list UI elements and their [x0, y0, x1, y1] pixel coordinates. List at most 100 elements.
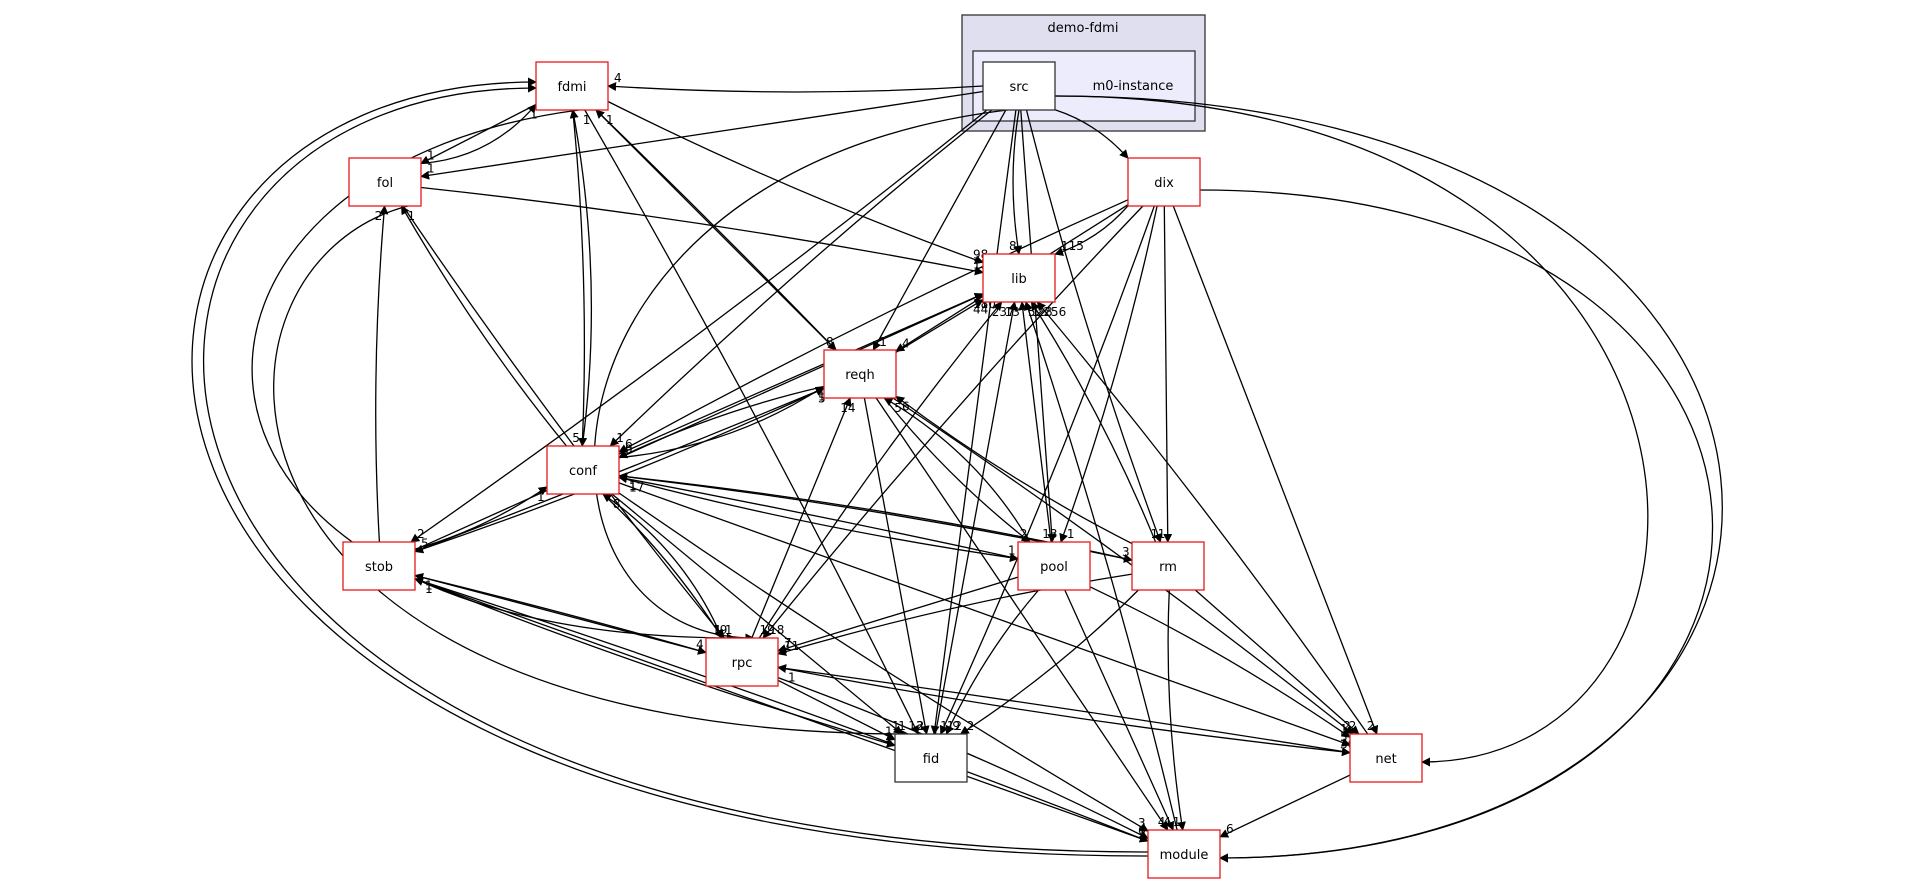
- edge-label-pool-to-lib[interactable]: 52: [1028, 305, 1043, 319]
- edge-rm-to-module[interactable]: [1167, 589, 1186, 831]
- edge-pool-to-lib[interactable]: [1018, 301, 1052, 543]
- edge-dix-to-fid[interactable]: [939, 205, 1155, 735]
- edge-src-to-stob[interactable]: [410, 109, 988, 543]
- edge-net-to-module[interactable]: [1219, 774, 1351, 838]
- node-module[interactable]: module: [1147, 829, 1221, 879]
- edge-stob-to-fol[interactable]: [375, 205, 389, 543]
- edge-label-conf-to-fdmi[interactable]: 1: [583, 113, 591, 127]
- node-net[interactable]: net: [1349, 733, 1423, 783]
- edge-src-to-fid[interactable]: [930, 109, 1017, 735]
- edge-label-rpc-to-reqh[interactable]: 14: [840, 401, 855, 415]
- edge-label-rpc-to-conf[interactable]: 8: [613, 497, 621, 511]
- edge-label-conf-to-module[interactable]: 3: [1138, 816, 1146, 830]
- node-box-dix[interactable]: [1127, 157, 1201, 207]
- node-rpc[interactable]: rpc: [705, 637, 779, 687]
- edge-stob-to-rpc[interactable]: [414, 574, 707, 655]
- edge-conf-to-fid[interactable]: [611, 493, 903, 735]
- edge-reqh-to-pool[interactable]: [883, 397, 1031, 543]
- node-box-stob[interactable]: [342, 541, 416, 591]
- edge-label-pool-to-net[interactable]: 1: [1340, 722, 1348, 736]
- node-box-fol[interactable]: [348, 157, 422, 207]
- edge-fid-to-lib[interactable]: [934, 301, 1018, 735]
- edge-src-to-lib[interactable]: [1012, 109, 1023, 255]
- edge-net-to-rpc[interactable]: [777, 664, 1351, 754]
- edge-dix-to-pool[interactable]: [1059, 205, 1158, 543]
- node-box-pool[interactable]: [1017, 541, 1091, 591]
- edge-fol-to-fid[interactable]: [273, 205, 910, 739]
- node-rm[interactable]: rm: [1131, 541, 1205, 591]
- edge-label-rm-to-lib[interactable]: 28: [1037, 305, 1052, 319]
- edge-fol-to-fdmi[interactable]: [420, 103, 537, 165]
- edge-label-dix-to-lib[interactable]: 115: [1061, 239, 1084, 253]
- edge-conf-to-rpc[interactable]: [602, 493, 723, 639]
- edge-fol-to-rpc[interactable]: [402, 205, 725, 639]
- edge-label-pool-to-conf[interactable]: 17: [629, 480, 644, 494]
- edge-reqh-to-lib[interactable]: [895, 299, 984, 353]
- node-stob[interactable]: stob: [342, 541, 416, 591]
- edge-label-fdmi-to-fid[interactable]: 13: [908, 719, 923, 733]
- edge-label-conf-to-net[interactable]: 5: [1340, 730, 1348, 744]
- edge-dix-to-rm[interactable]: [1163, 205, 1173, 543]
- edge-label-dix-to-net[interactable]: 2: [1367, 719, 1375, 733]
- edge-label-stob-to-fid[interactable]: 1: [885, 731, 893, 745]
- edge-module-to-fdmi[interactable]: [191, 77, 1149, 857]
- edge-label-src-to-rpc[interactable]: 19: [760, 623, 775, 637]
- edge-conf-to-fol[interactable]: [400, 205, 568, 447]
- edge-label-rpc-to-fid[interactable]: 1: [885, 725, 893, 739]
- node-box-lib[interactable]: [982, 253, 1056, 303]
- edge-label-src-to-rm[interactable]: 1: [1151, 527, 1159, 541]
- edge-label-fol-to-rpc[interactable]: 1: [714, 623, 722, 637]
- edge-label-pool-to-rpc[interactable]: 7: [784, 636, 792, 650]
- edge-label-dix-to-fid[interactable]: 12: [947, 719, 962, 733]
- node-fol[interactable]: fol: [348, 157, 422, 207]
- edge-pool-to-rpc[interactable]: [777, 576, 1019, 653]
- edge-label-module-to-stob[interactable]: 1: [425, 582, 433, 596]
- edge-label-src-to-fol[interactable]: 1: [427, 162, 435, 176]
- node-pool[interactable]: pool: [1017, 541, 1091, 591]
- edge-rm-to-fid[interactable]: [959, 589, 1139, 735]
- edge-label-fol-to-fdmi[interactable]: 1: [530, 108, 538, 122]
- edge-pool-to-net[interactable]: [1089, 586, 1351, 738]
- edge-label-conf-to-rm[interactable]: 3: [1122, 545, 1130, 559]
- edge-pool-to-module[interactable]: [1064, 589, 1174, 831]
- edge-src-to-fdmi[interactable]: [607, 82, 984, 93]
- edge-conf-to-fdmi[interactable]: [569, 109, 593, 447]
- edge-label-conf-to-pool[interactable]: 1: [1008, 544, 1016, 558]
- edge-label-pool-to-reqh[interactable]: 5: [894, 401, 902, 415]
- node-src[interactable]: src: [982, 61, 1056, 111]
- node-fdmi[interactable]: fdmi: [535, 61, 609, 111]
- edge-label-rpc-to-stob[interactable]: 1: [425, 579, 433, 593]
- edge-dix-to-conf[interactable]: [618, 199, 1129, 453]
- edge-src-to-rpc[interactable]: [593, 109, 1008, 643]
- edge-fdmi-to-rpc[interactable]: [251, 109, 736, 643]
- edge-label-src-to-fdmi[interactable]: 4: [614, 71, 622, 85]
- edge-src-to-rm[interactable]: [1025, 109, 1162, 543]
- edge-label-reqh-to-conf[interactable]: 9: [625, 443, 633, 457]
- node-dix[interactable]: dix: [1127, 157, 1201, 207]
- edge-label-reqh-to-stob[interactable]: 5: [421, 537, 429, 551]
- edge-label-stob-to-module[interactable]: 1: [1138, 826, 1146, 840]
- edge-label-src-to-fid[interactable]: 1: [940, 719, 948, 733]
- edge-rpc-to-fid[interactable]: [777, 679, 896, 741]
- node-box-fdmi[interactable]: [535, 61, 609, 111]
- edge-net-to-lib[interactable]: [1036, 301, 1369, 735]
- edge-label-rm-to-net[interactable]: 2: [1349, 719, 1357, 733]
- edge-label-fdmi-to-fol[interactable]: 1: [427, 149, 435, 163]
- edge-dix-to-rpc[interactable]: [762, 205, 1144, 639]
- edge-label-dix-to-pool[interactable]: 1: [1067, 527, 1075, 541]
- edge-label-fdmi-to-reqh[interactable]: 8: [826, 335, 834, 349]
- edge-rpc-to-lib[interactable]: [758, 301, 1003, 639]
- edge-src-to-net[interactable]: [1054, 95, 1649, 767]
- edge-label-rm-to-fid[interactable]: 2: [967, 719, 975, 733]
- edge-label-rpc-to-module[interactable]: 6: [1138, 823, 1146, 837]
- edge-module-to-stob[interactable]: [414, 577, 1149, 842]
- edge-label-reqh-to-module[interactable]: 4: [1158, 815, 1166, 829]
- edge-fdmi-to-lib[interactable]: [607, 100, 984, 264]
- edge-label-stob-to-rpc[interactable]: 4: [696, 638, 704, 652]
- edge-reqh-to-fdmi[interactable]: [595, 109, 837, 351]
- node-box-rpc[interactable]: [705, 637, 779, 687]
- node-conf[interactable]: conf: [546, 445, 620, 495]
- edge-rm-to-reqh[interactable]: [895, 395, 1133, 545]
- edge-src-to-module[interactable]: [1054, 95, 1723, 863]
- edge-pool-to-reqh[interactable]: [883, 397, 1031, 543]
